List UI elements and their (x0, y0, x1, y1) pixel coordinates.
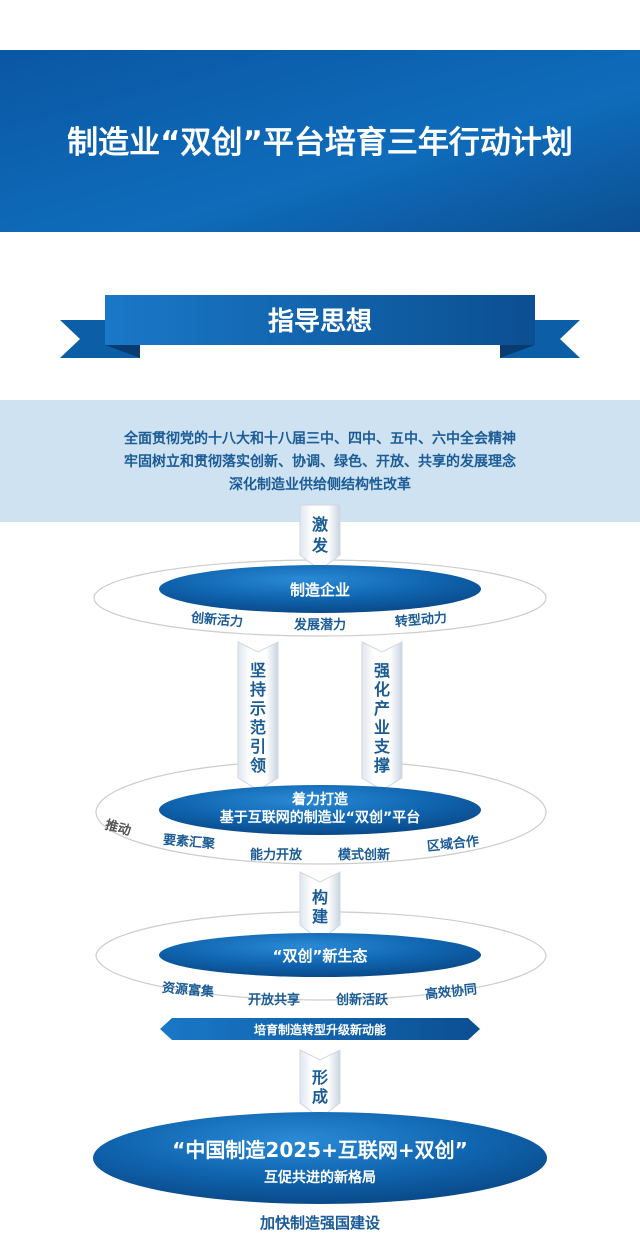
final-line1: “中国制造2025+互联网+双创” (172, 1138, 467, 1162)
orbit-ring (95, 763, 547, 865)
ring-label: 模式创新 (338, 847, 390, 863)
arrow-label: 引 (250, 737, 266, 756)
arrow-label: 构 (312, 888, 328, 907)
arrow-label: 持 (250, 680, 266, 699)
orbit-ring (95, 911, 547, 1001)
arrow-label: 发 (311, 536, 329, 555)
node-label: 制造企业 (290, 581, 350, 599)
guiding-line: 全面贯彻党的十八大和十八届三中、四中、五中、六中全会精神 (123, 430, 516, 447)
band-label: 培育制造转型升级新动能 (254, 1022, 386, 1037)
arrow-label: 形 (312, 1068, 328, 1087)
ring-label: 区域合作 (426, 833, 479, 854)
ring-label: 能力开放 (250, 847, 303, 863)
final-line2: 互促共进的新格局 (264, 1169, 376, 1186)
guiding-line: 牢固树立和贯彻落实创新、协调、绿色、开放、共享的发展理念 (124, 453, 517, 470)
arrow-label: 成 (312, 1087, 328, 1106)
ring-label: 创新活跃 (335, 992, 389, 1008)
arrow-label: 范 (250, 718, 266, 737)
node-label: 基于互联网的制造业“双创”平台 (220, 809, 420, 826)
ring-label: 转型动力 (394, 610, 447, 630)
arrow-label: 坚 (250, 661, 266, 680)
page-title: 制造业“双创”平台培育三年行动计划 (67, 125, 573, 161)
arrow-label: 领 (250, 756, 266, 775)
node-label: “双创”新生态 (273, 947, 368, 965)
guiding-band (0, 400, 640, 522)
arrow-label: 产 (374, 699, 390, 718)
ring-label: 开放共享 (248, 992, 300, 1008)
node-ecosystem (159, 933, 481, 977)
arrow-label: 建 (312, 907, 328, 926)
down-arrow-right (361, 641, 403, 791)
hex-band (160, 1018, 480, 1040)
ring-label: 高效协同 (424, 981, 477, 1002)
ring-label: 要素汇聚 (162, 832, 216, 853)
node-label: 着力打造 (291, 791, 348, 808)
arrow-label: 化 (374, 680, 390, 699)
node-manufacturing-enterprise (159, 565, 481, 613)
arrow-label: 撑 (374, 756, 390, 775)
section-heading: 指导思想 (268, 307, 372, 337)
ring-label: 资源富集 (161, 980, 215, 1001)
guiding-line: 深化制造业供给侧结构性改革 (229, 476, 411, 493)
node-dual-innovation-platform (159, 785, 481, 835)
ring-label: 创新活力 (189, 610, 243, 631)
down-arrow-left (237, 641, 279, 791)
side-label: 推动 (103, 817, 132, 839)
down-arrow (299, 871, 341, 941)
arrow-label: 激 (312, 515, 328, 534)
down-arrow (299, 1049, 341, 1119)
section-ribbon (60, 295, 580, 358)
down-arrow (299, 504, 341, 571)
node-final-pattern (93, 1112, 547, 1204)
ring-label: 发展潜力 (293, 617, 346, 633)
bottom-text: 加快制造强国建设 (259, 1214, 380, 1232)
arrow-label: 业 (374, 718, 390, 737)
arrow-label: 示 (250, 699, 266, 718)
header-banner (0, 50, 640, 232)
arrow-label: 强 (374, 661, 390, 680)
arrow-label: 支 (373, 737, 391, 756)
